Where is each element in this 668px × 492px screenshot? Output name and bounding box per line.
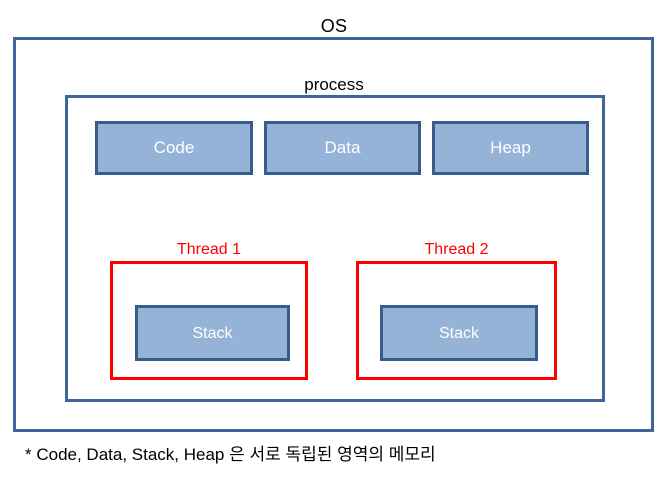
- memory-segment-data-label: Data: [324, 138, 361, 157]
- thread-2-title: Thread 2: [424, 241, 489, 258]
- thread-1-title: Thread 1: [176, 241, 242, 258]
- os-title: OS: [320, 16, 348, 36]
- thread-1-stack-label: Stack: [192, 324, 233, 342]
- thread-1-stack: Stack: [135, 305, 290, 361]
- memory-segment-code-label: Code: [153, 138, 195, 157]
- memory-segment-heap: Heap: [432, 121, 589, 175]
- thread-2-stack-label: Stack: [438, 324, 479, 342]
- memory-segment-heap-label: Heap: [490, 138, 531, 157]
- thread-2-stack: Stack: [380, 305, 538, 361]
- memory-segment-data: Data: [264, 121, 421, 175]
- memory-segment-code: Code: [95, 121, 253, 175]
- process-title: process: [304, 75, 364, 94]
- footnote-text: * Code, Data, Stack, Heap 은 서로 독립된 영역의 메…: [25, 445, 436, 464]
